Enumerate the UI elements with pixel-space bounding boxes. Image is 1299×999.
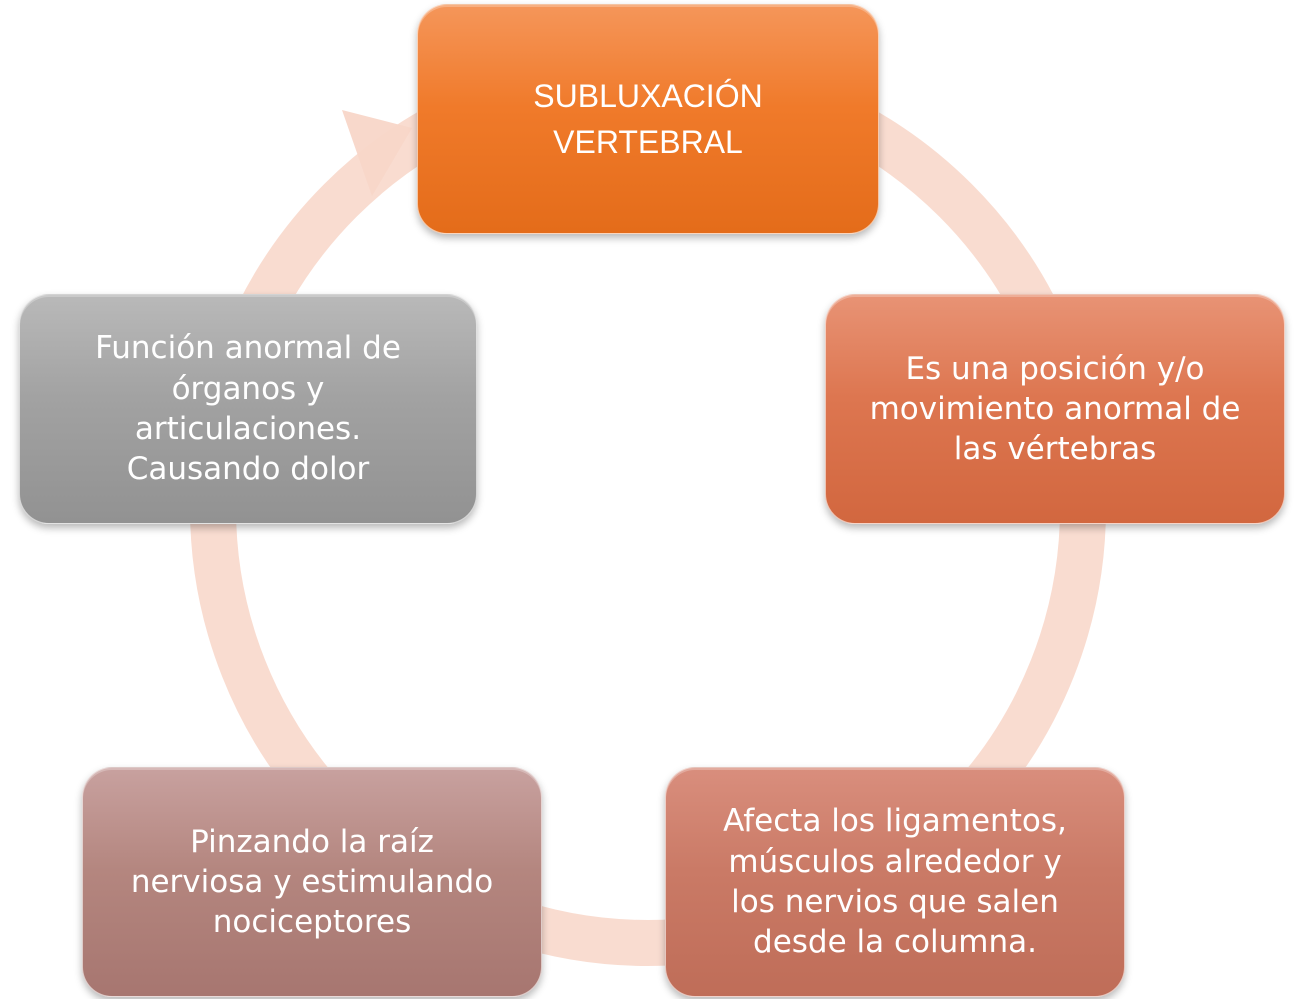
node-text-line: nerviosa y estimulando	[130, 863, 494, 900]
node-text-line: desde la columna.	[753, 924, 1037, 961]
node-text-line: las vértebras	[953, 431, 1157, 468]
node-text-line: VERTEBRAL	[553, 124, 743, 160]
cycle-node-abnormal-function: Función anormal de órganos y articulacio…	[19, 294, 477, 524]
node-text-line: los nervios que salen	[731, 884, 1059, 920]
cycle-node-ligaments: Afecta los ligamentos, músculos alrededo…	[665, 767, 1125, 997]
node-text-line: movimiento anormal de	[869, 390, 1241, 427]
node-text-line: nociceptores	[212, 904, 412, 941]
node-text-line: articulaciones.	[134, 411, 362, 447]
node-text-line: Afecta los ligamentos,	[723, 803, 1067, 840]
node-text-line: Es una posición y/o	[905, 350, 1205, 387]
node-text-line: Función anormal de	[95, 330, 401, 367]
node-text-line: Pinzando la raíz	[190, 823, 434, 860]
cycle-node-subluxation: SUBLUXACIÓN VERTEBRAL	[417, 4, 879, 234]
cycle-node-nerve-root: Pinzando la raíz nerviosa y estimulando …	[82, 767, 542, 997]
node-text-line: SUBLUXACIÓN	[533, 77, 763, 114]
cycle-arrowhead	[342, 110, 412, 196]
node-text-line: músculos alrededor y	[728, 843, 1062, 880]
cycle-node-position: Es una posición y/o movimiento anormal d…	[825, 294, 1285, 524]
node-text-line: Causando dolor	[126, 451, 370, 488]
node-text-line: órganos y	[171, 370, 325, 407]
